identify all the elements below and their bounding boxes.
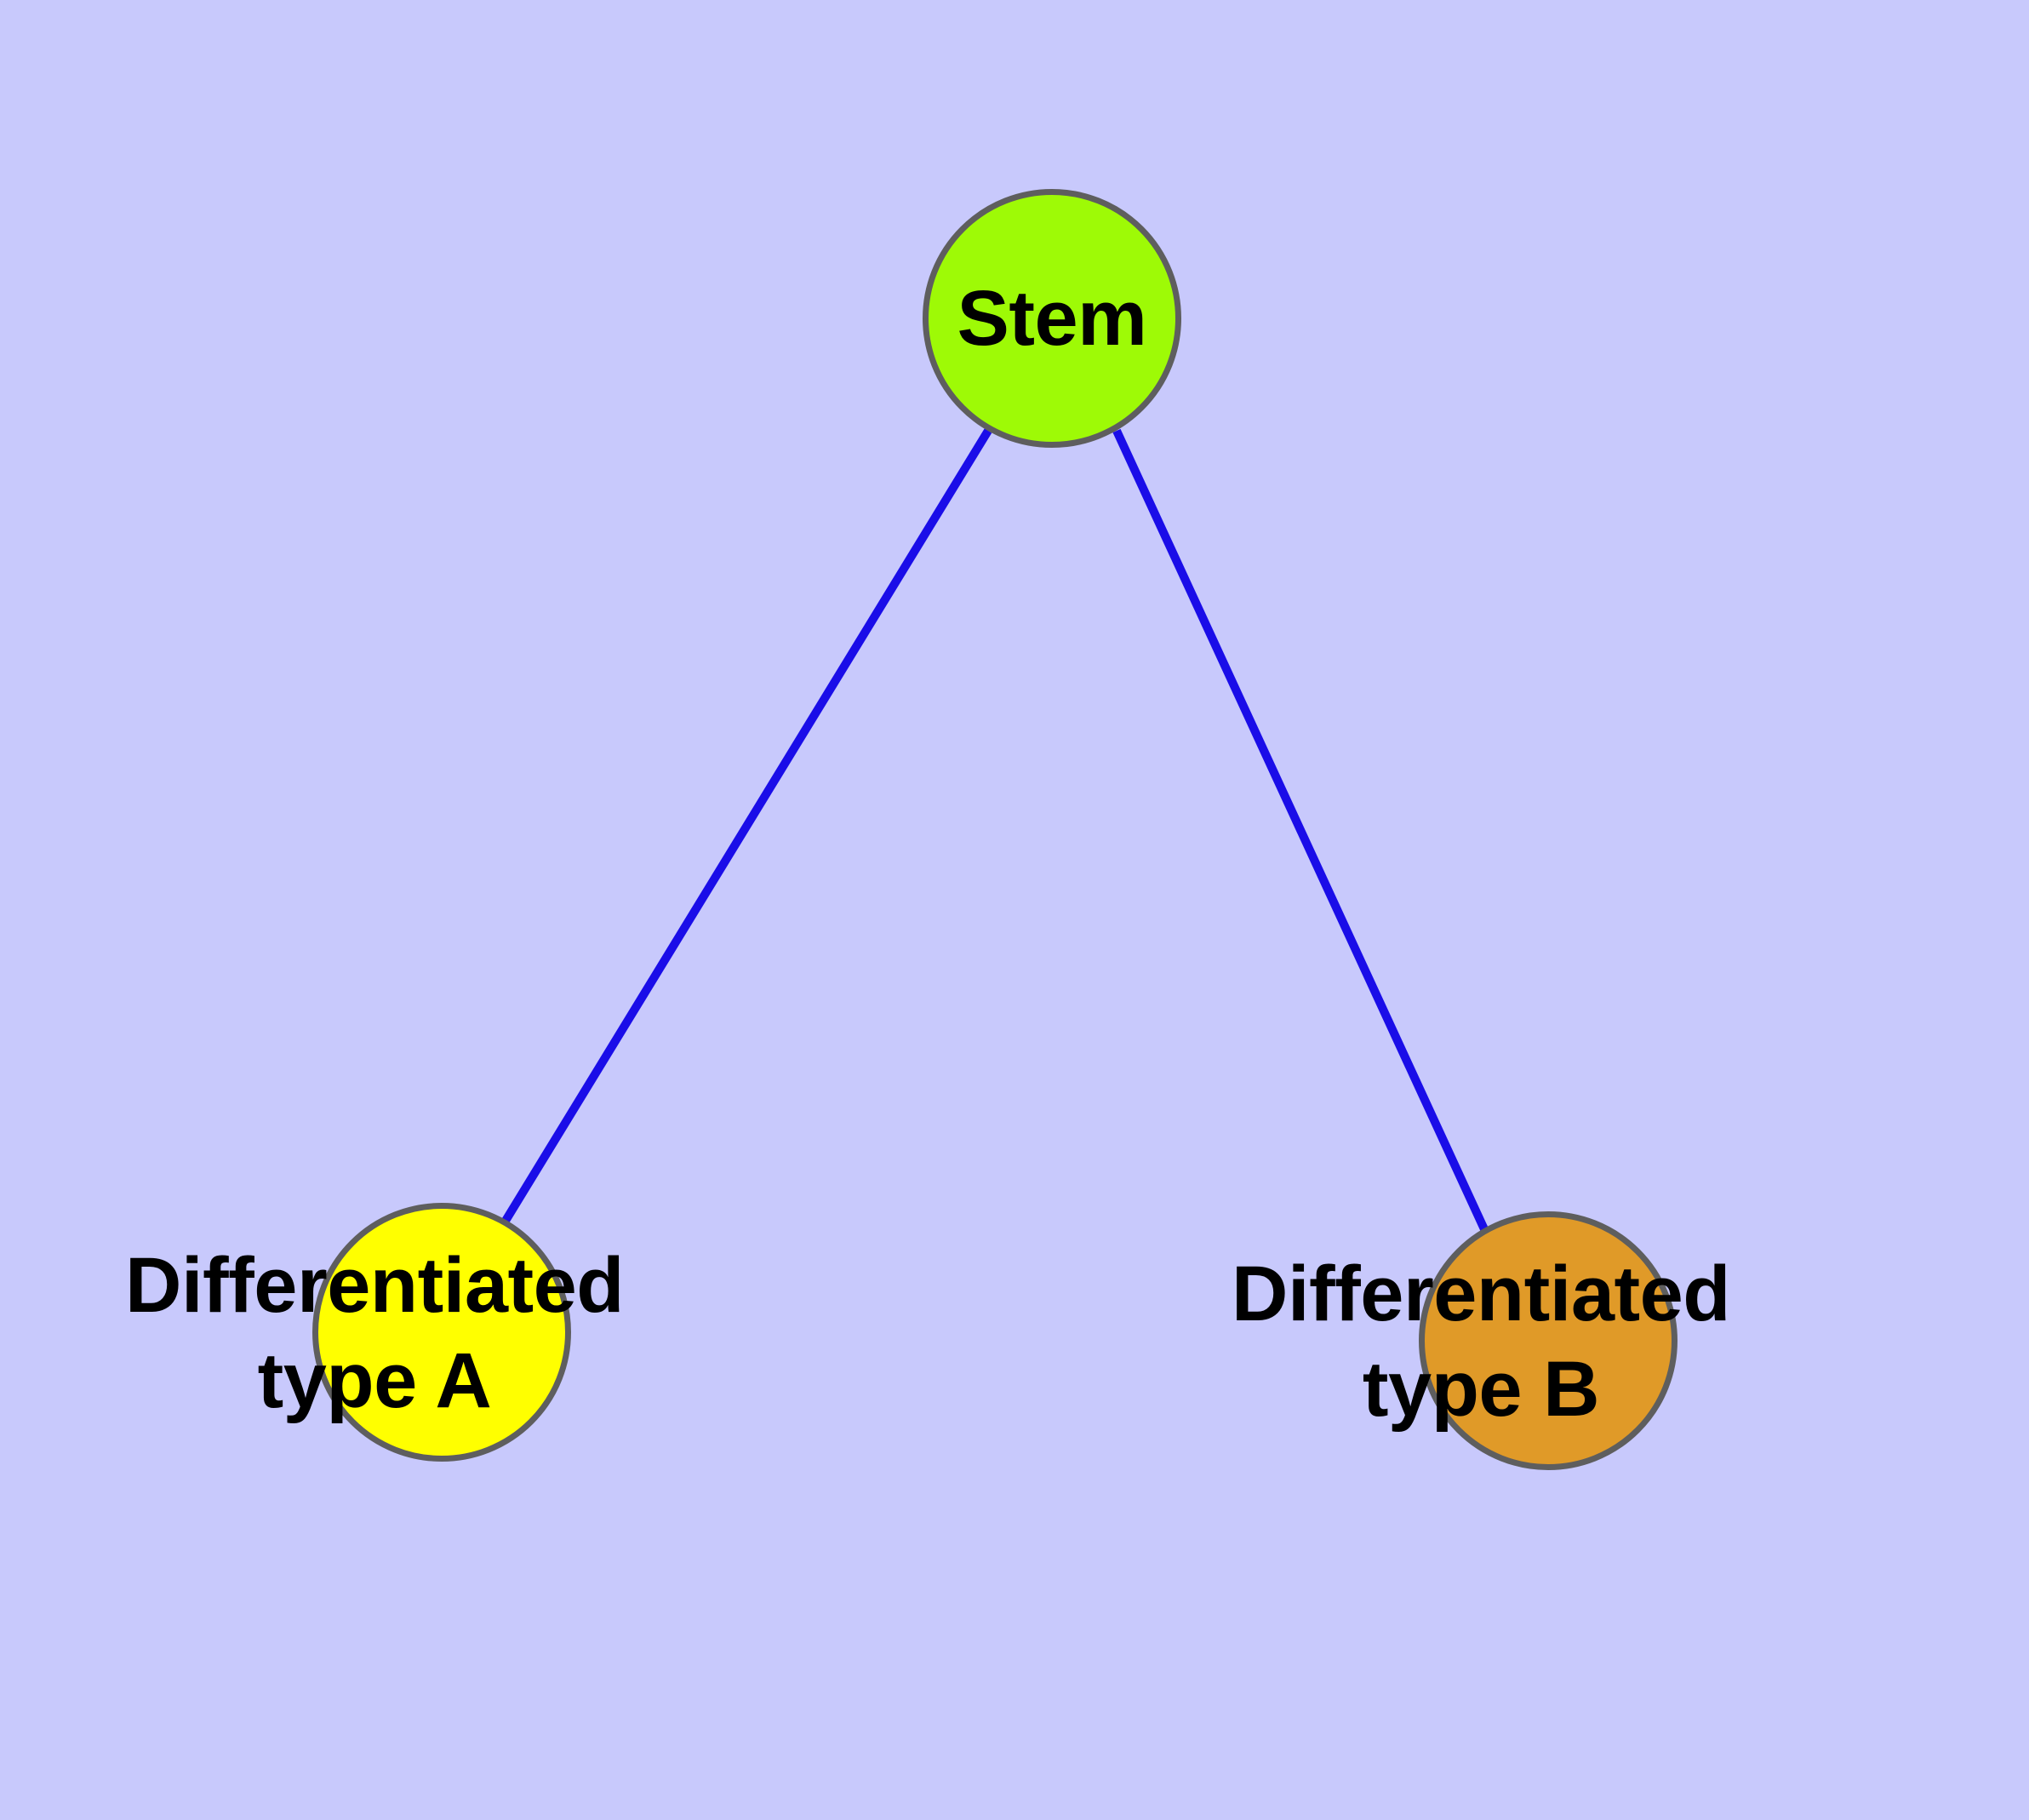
- node-label-differentiated-type-a: Differentiated type A: [125, 1242, 624, 1425]
- node-label-differentiated-type-b: Differentiated type B: [1232, 1251, 1730, 1434]
- node-differentiated-type-a[interactable]: [312, 1203, 571, 1462]
- edge-stem-to-type-b[interactable]: [1112, 428, 1489, 1232]
- node-label-stem: Stem: [957, 275, 1147, 362]
- node-stem[interactable]: [923, 189, 1181, 448]
- edge-stem-to-type-a[interactable]: [501, 428, 992, 1223]
- node-differentiated-type-b[interactable]: [1419, 1211, 1677, 1470]
